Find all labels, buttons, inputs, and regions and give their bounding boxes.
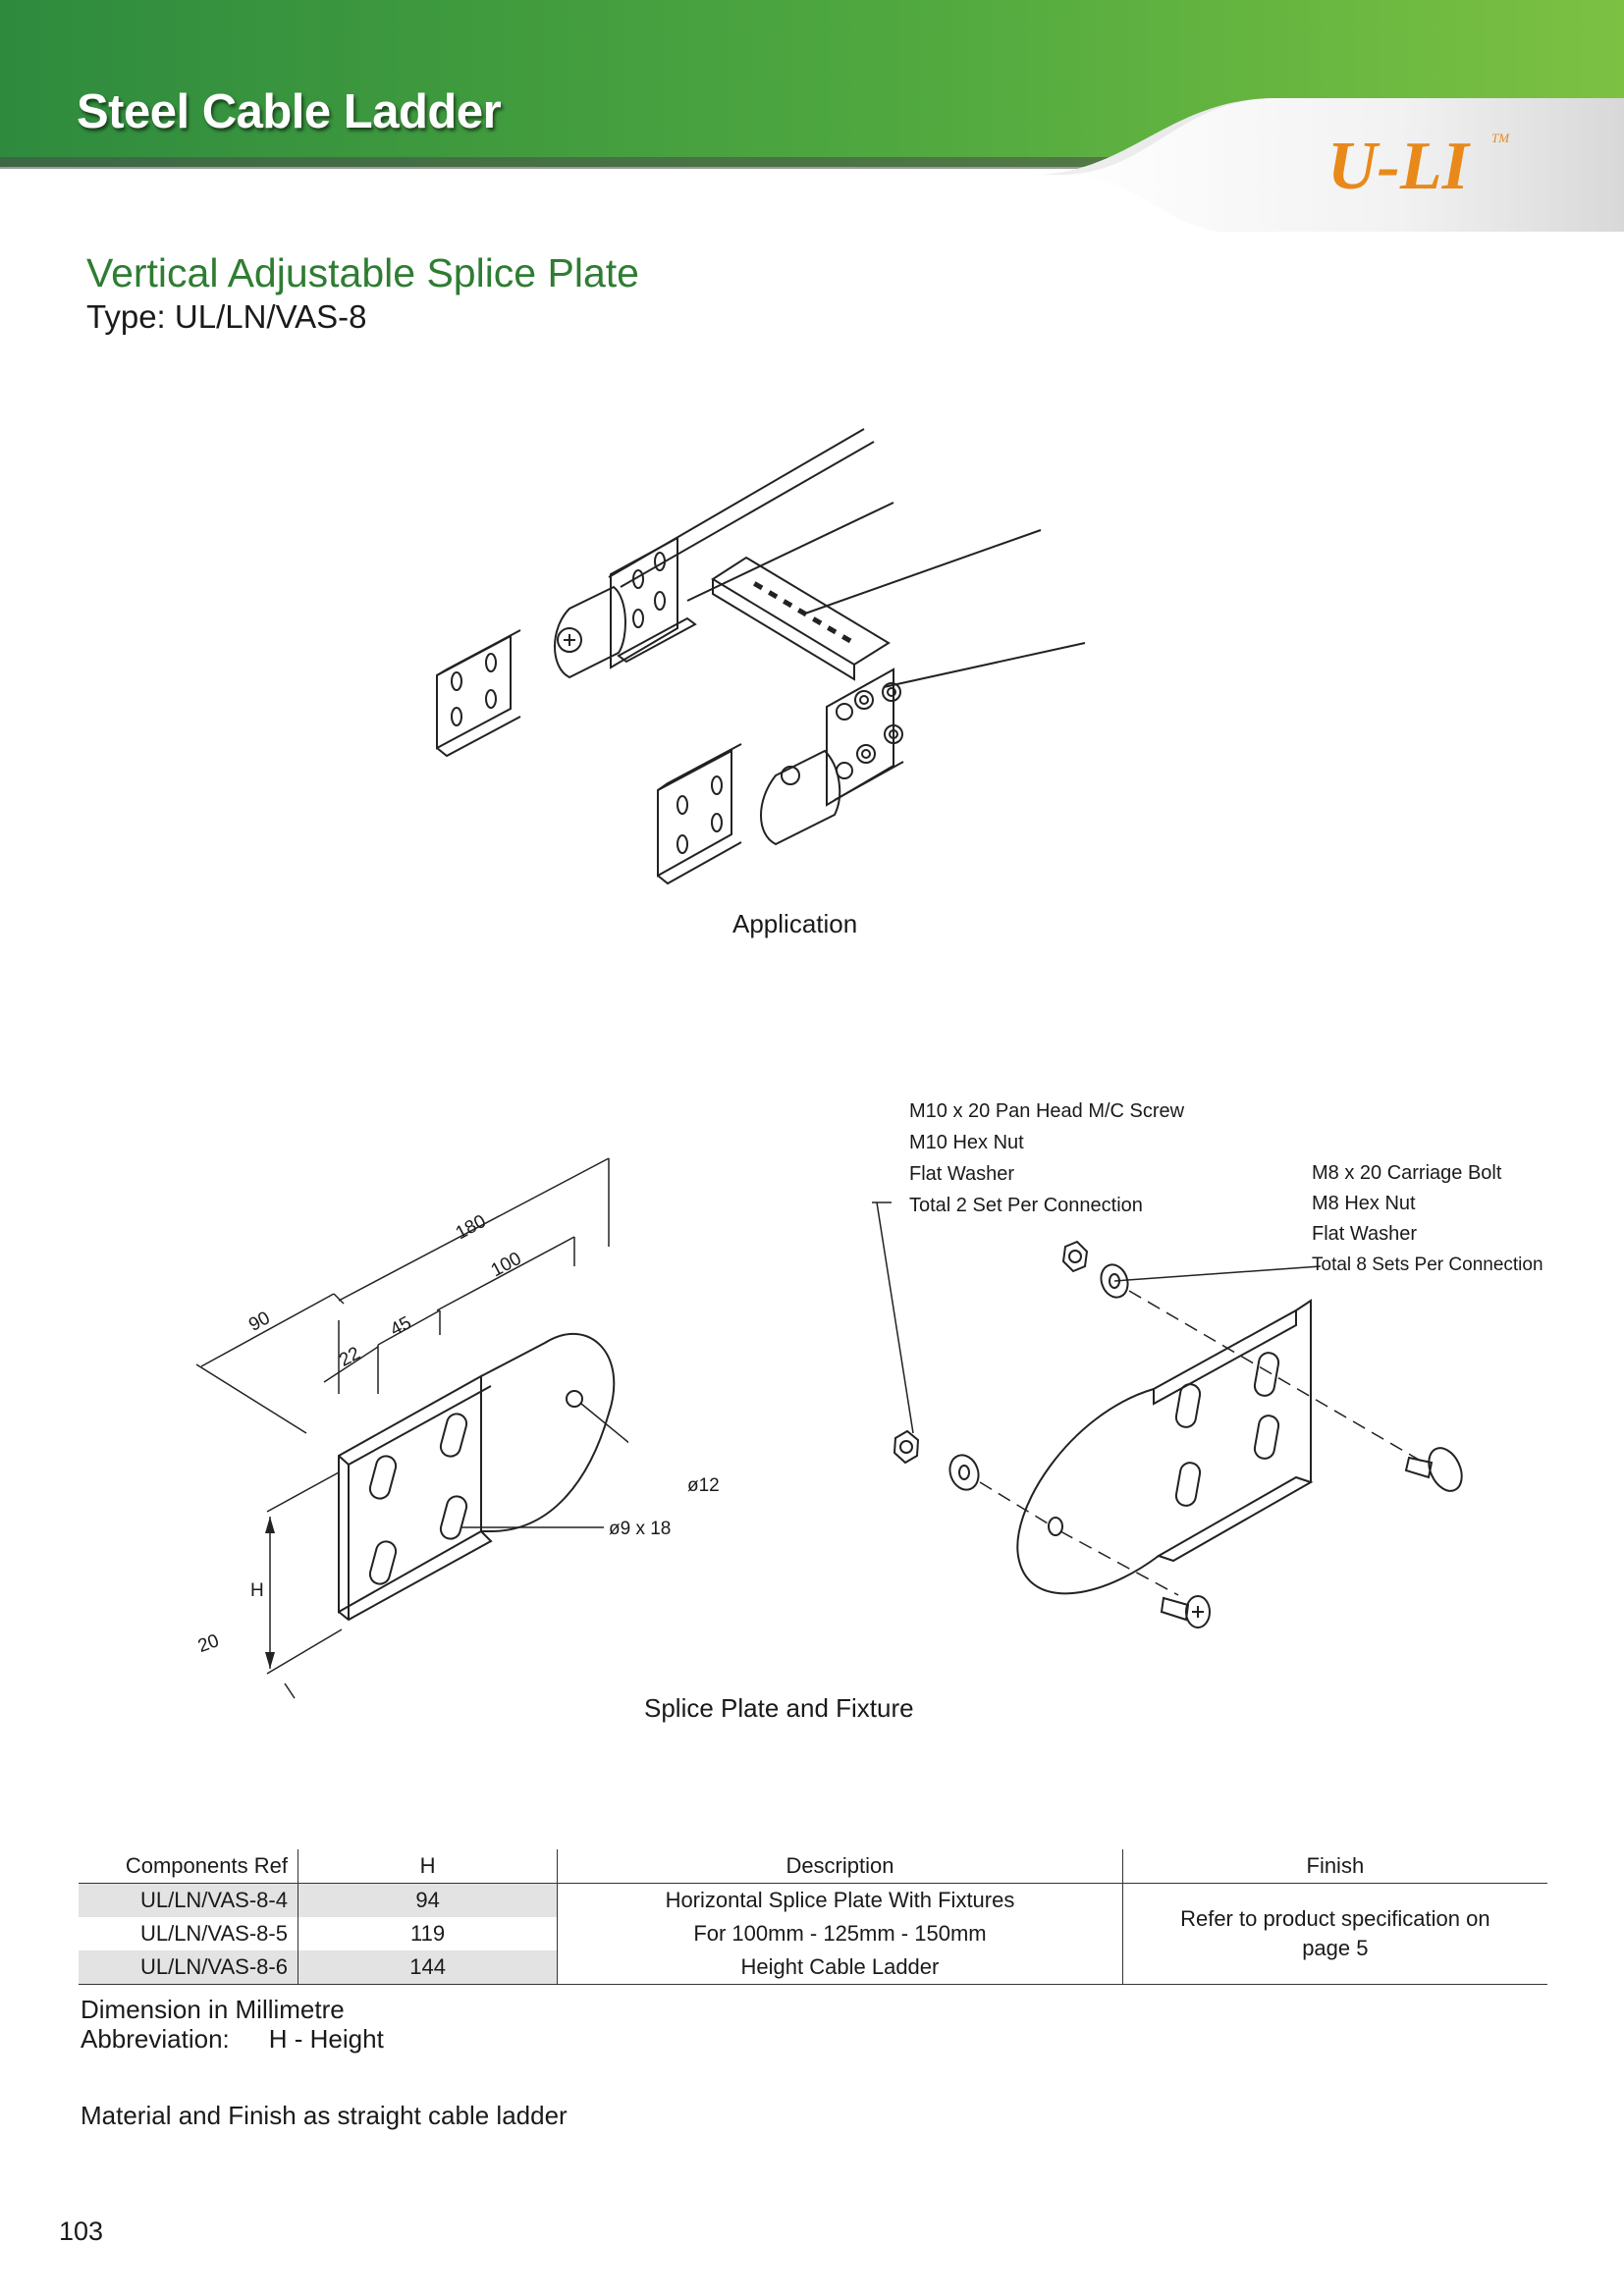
header-components-ref: Components Ref — [79, 1849, 298, 1884]
description-line: Horizontal Splice Plate With Fixtures — [665, 1888, 1015, 1912]
hex-nut-m10-label: M10 Hex Nut — [909, 1132, 1024, 1153]
splice-plate-dimension-drawing — [195, 1157, 628, 1699]
height-cell: 144 — [297, 1950, 558, 1985]
product-title: Vertical Adjustable Splice Plate — [86, 250, 639, 295]
finish-line: Refer to product specification on — [1180, 1906, 1490, 1931]
component-ref-cell: UL/LN/VAS-8-5 — [139, 1921, 288, 1946]
header-height: H — [297, 1849, 558, 1884]
description-cell: Horizontal Splice Plate With Fixtures Fo… — [557, 1883, 1123, 1985]
table-row: UL/LN/VAS-8-6 144 — [79, 1950, 1547, 1985]
hole-diameter-label: ø12 — [687, 1475, 720, 1496]
component-ref-cell: UL/LN/VAS-8-4 — [79, 1883, 298, 1917]
flat-washer-label-right: Flat Washer — [1312, 1223, 1418, 1245]
fixture-exploded-drawing — [872, 1201, 1463, 1629]
page-number: 103 — [59, 2216, 104, 2246]
splice-plate-caption: Splice Plate and Fixture — [644, 1693, 914, 1723]
finish-cell: Refer to product specification on page 5 — [1121, 1883, 1547, 1985]
abbreviation-note: Abbreviation: H - Height — [81, 2024, 384, 2055]
carriage-bolt-label: M8 x 20 Carriage Bolt — [1312, 1162, 1502, 1184]
slot-size-label: ø9 x 18 — [609, 1519, 672, 1539]
abbreviation-label: Abbreviation: — [81, 2024, 230, 2054]
height-cell: 119 — [297, 1917, 558, 1950]
specification-table: Components Ref H Description Finish UL/L… — [79, 1849, 1547, 1985]
header-banner — [0, 0, 1624, 236]
finish-line: page 5 — [1302, 1936, 1369, 1960]
component-ref-cell: UL/LN/VAS-8-6 — [79, 1950, 298, 1985]
material-note: Material and Finish as straight cable la… — [81, 2101, 568, 2130]
header-description: Description — [557, 1849, 1123, 1884]
header-title: Steel Cable Ladder — [77, 85, 502, 138]
product-type: Type: UL/LN/VAS-8 — [86, 298, 367, 335]
hex-nut-m8-label: M8 Hex Nut — [1312, 1193, 1416, 1214]
table-row: UL/LN/VAS-8-5 119 — [79, 1917, 1547, 1950]
description-line: For 100mm - 125mm - 150mm — [693, 1921, 987, 1946]
height-cell: 94 — [297, 1883, 558, 1917]
screw-fixture-label-group: M10 x 20 Pan Head M/C Screw M10 Hex Nut … — [909, 1095, 1184, 1221]
abbreviation-value: H - Height — [268, 2024, 384, 2054]
application-caption: Application — [732, 909, 858, 938]
dimension-h: H — [250, 1580, 264, 1601]
bolt-fixture-label-group: M8 x 20 Carriage Bolt M8 Hex Nut Flat Wa… — [1312, 1158, 1543, 1280]
description-line: Height Cable Ladder — [740, 1954, 940, 1979]
application-drawing — [436, 428, 1086, 885]
screw-label: M10 x 20 Pan Head M/C Screw — [909, 1100, 1185, 1122]
brand-logo: U-LI — [1327, 129, 1469, 204]
table-row: UL/LN/VAS-8-4 94 Horizontal Splice Plate… — [79, 1883, 1547, 1985]
dimension-note: Dimension in Millimetre — [81, 1995, 345, 2024]
total-sets-label-left: Total 2 Set Per Connection — [909, 1195, 1143, 1216]
flat-washer-label-left: Flat Washer — [909, 1163, 1015, 1185]
total-sets-label-right: Total 8 Sets Per Connection — [1312, 1255, 1543, 1275]
trademark-mark: TM — [1491, 131, 1510, 145]
header-finish: Finish — [1121, 1849, 1547, 1884]
